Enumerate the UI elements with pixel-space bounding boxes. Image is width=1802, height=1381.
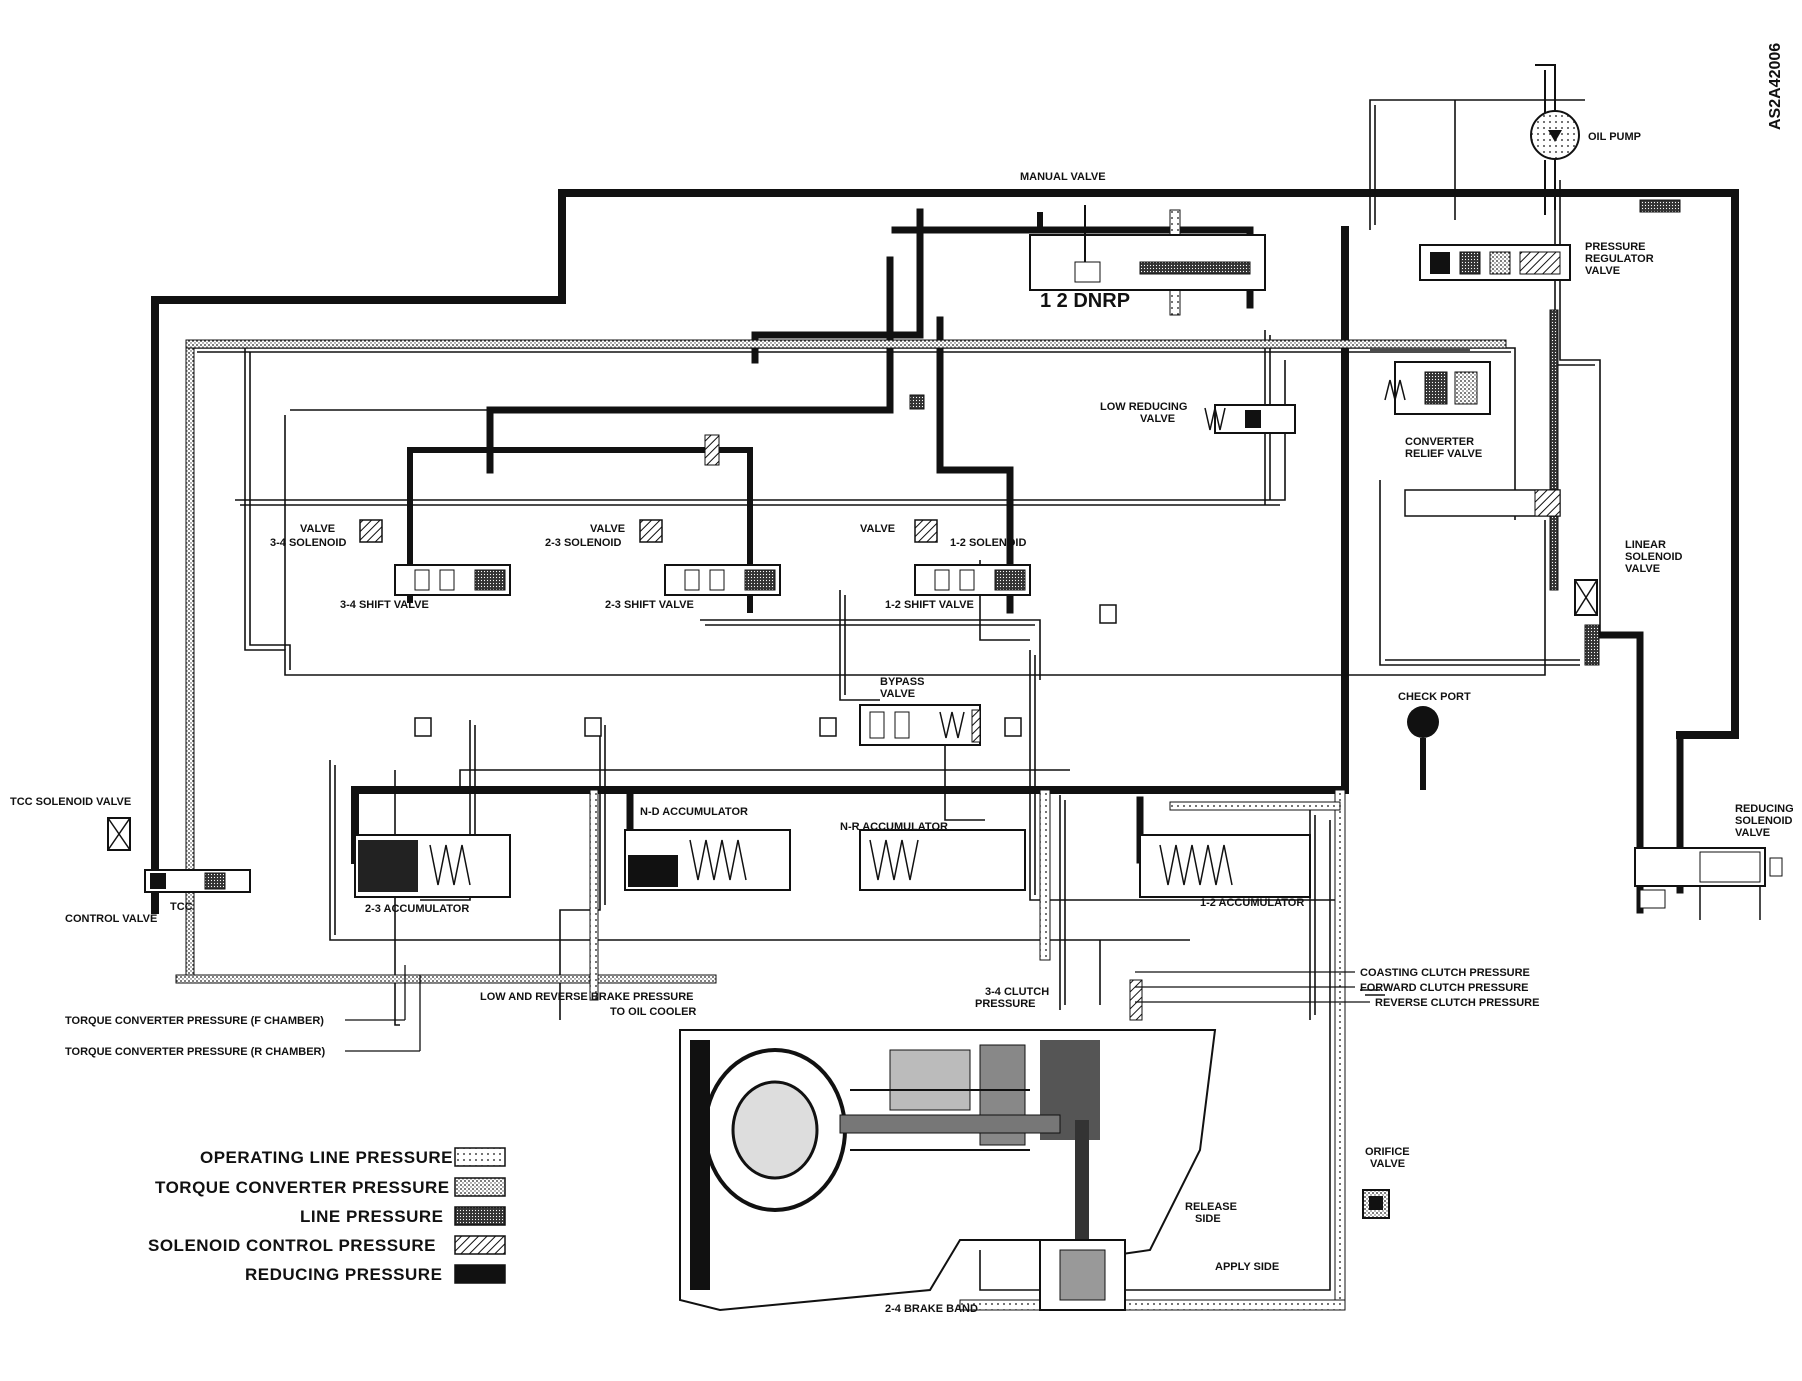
manual-valve xyxy=(1029,205,1266,291)
apply-side-label: APPLY SIDE xyxy=(1215,1261,1279,1273)
orifice-label-2: VALVE xyxy=(1370,1158,1405,1170)
orifice-valve xyxy=(1362,1189,1390,1219)
clutch-34-label-1: 3-4 CLUTCH xyxy=(985,986,1049,998)
low-reducing-valve xyxy=(1204,404,1296,434)
nr-accumulator-label: N-R ACCUMULATOR xyxy=(840,821,948,833)
converter-relief-label-2: RELIEF VALVE xyxy=(1405,448,1482,460)
acc-12-label: 1-2 ACCUMULATOR xyxy=(1200,897,1304,909)
shift-12-label: 1-2 SHIFT VALVE xyxy=(885,599,974,611)
solenoid-12-label-2: VALVE xyxy=(860,523,895,535)
linear-solenoid-label-1: LINEAR xyxy=(1625,539,1666,551)
legend-swatch-hatch xyxy=(454,1235,506,1255)
shift-34-label: 3-4 SHIFT VALVE xyxy=(340,599,429,611)
acc-23-label: 2-3 ACCUMULATOR xyxy=(365,903,469,915)
solenoid-12-label-1: 1-2 SOLENOID xyxy=(950,537,1026,549)
low-reverse-brake-label: LOW AND REVERSE BRAKE PRESSURE xyxy=(480,991,694,1003)
legend-swatch-dense xyxy=(454,1206,506,1226)
nd-accumulator xyxy=(624,829,791,891)
legend-label-1: OPERATING LINE PRESSURE xyxy=(200,1148,453,1167)
legend-swatch-stipple xyxy=(454,1177,506,1197)
orifice-label-1: ORIFICE xyxy=(1365,1146,1410,1158)
coasting-clutch-label: COASTING CLUTCH PRESSURE xyxy=(1360,967,1530,979)
shift-valve-34 xyxy=(359,519,511,596)
transmission-cross-section xyxy=(679,1029,1217,1312)
forward-clutch-label: FORWARD CLUTCH PRESSURE xyxy=(1360,982,1528,994)
low-reducing-label-1: LOW REDUCING xyxy=(1100,401,1187,413)
converter-relief-label-1: CONVERTER xyxy=(1405,436,1474,448)
legend-swatch-solid xyxy=(454,1264,506,1284)
check-port-label: CHECK PORT xyxy=(1398,691,1471,703)
shift-valve-23 xyxy=(639,519,781,596)
oil-pump xyxy=(1530,64,1580,215)
pressure-regulator-label-2: REGULATOR xyxy=(1585,253,1654,265)
release-side-label-1: RELEASE xyxy=(1185,1201,1237,1213)
pressure-regulator-label-1: PRESSURE xyxy=(1585,241,1646,253)
tcc-control-label-2: CONTROL VALVE xyxy=(65,913,157,925)
oil-pump-label: OIL PUMP xyxy=(1588,131,1641,143)
manual-valve-positions: 1 2 DNRP xyxy=(1040,290,1130,312)
legend-label-4: SOLENOID CONTROL PRESSURE xyxy=(148,1236,436,1255)
shift-valve-12 xyxy=(914,519,1031,596)
legend-label-5: REDUCING PRESSURE xyxy=(245,1265,442,1284)
nd-accumulator-label: N-D ACCUMULATOR xyxy=(640,806,748,818)
brake-band-label: 2-4 BRAKE BAND xyxy=(885,1303,978,1315)
bypass-valve xyxy=(859,704,981,746)
solenoid-34-label-1: 3-4 SOLENOID xyxy=(270,537,346,549)
solenoid-34-label-2: VALVE xyxy=(300,523,335,535)
converter-relief-valve xyxy=(1384,361,1491,415)
solenoid-23-label-2: VALVE xyxy=(590,523,625,535)
linear-solenoid-valve xyxy=(1404,489,1598,616)
tc-pressure-r-label: TORQUE CONVERTER PRESSURE (R CHAMBER) xyxy=(65,1046,325,1058)
to-oil-cooler-label: TO OIL COOLER xyxy=(610,1006,696,1018)
tcc-solenoid-label: TCC SOLENOID VALVE xyxy=(10,796,131,808)
tcc-control-valve xyxy=(144,869,251,893)
figure-id: AS2A42006 xyxy=(1767,43,1784,130)
pressure-regulator-valve xyxy=(1419,244,1571,281)
manual-valve-label: MANUAL VALVE xyxy=(1020,171,1106,183)
check-port xyxy=(1407,706,1439,790)
callout-lines xyxy=(345,965,1370,1052)
linear-solenoid-label-3: VALVE xyxy=(1625,563,1660,575)
reducing-solenoid-label-3: VALVE xyxy=(1735,827,1770,839)
acc-23 xyxy=(354,834,511,898)
reducing-solenoid-label-1: REDUCING xyxy=(1735,803,1794,815)
legend-swatch-dots xyxy=(454,1147,506,1167)
shift-23-label: 2-3 SHIFT VALVE xyxy=(605,599,694,611)
solenoid-23-label-1: 2-3 SOLENOID xyxy=(545,537,621,549)
reducing-solenoid-label-2: SOLENOID xyxy=(1735,815,1793,827)
clutch-34-label-2: PRESSURE xyxy=(975,998,1036,1010)
legend-label-3: LINE PRESSURE xyxy=(300,1207,443,1226)
tcc-solenoid-valve xyxy=(107,817,131,851)
legend: OPERATING LINE PRESSURE TORQUE CONVERTER… xyxy=(148,1147,506,1284)
low-reducing-label-2: VALVE xyxy=(1140,413,1175,425)
tc-pressure-f-label: TORQUE CONVERTER PRESSURE (F CHAMBER) xyxy=(65,1015,324,1027)
acc-12 xyxy=(1139,834,1311,898)
reducing-solenoid-valve xyxy=(1634,847,1783,920)
release-side-label-2: SIDE xyxy=(1195,1213,1221,1225)
pressure-regulator-label-3: VALVE xyxy=(1585,265,1620,277)
linear-solenoid-label-2: SOLENOID xyxy=(1625,551,1683,563)
bypass-label-2: VALVE xyxy=(880,688,915,700)
tcc-control-label-1: TCC xyxy=(170,901,193,913)
bypass-label-1: BYPASS xyxy=(880,676,924,688)
reverse-clutch-label: REVERSE CLUTCH PRESSURE xyxy=(1375,997,1539,1009)
check-balls xyxy=(414,604,1117,737)
nr-accumulator xyxy=(859,829,1026,891)
legend-label-2: TORQUE CONVERTER PRESSURE xyxy=(155,1178,450,1197)
